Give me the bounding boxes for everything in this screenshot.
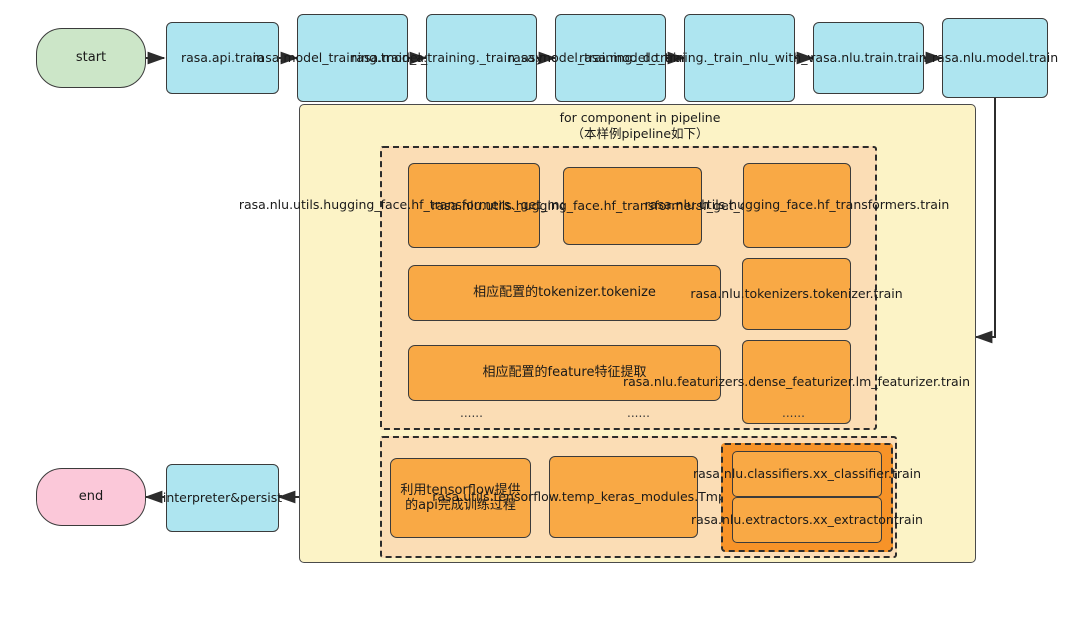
- node-rasa-api-train[interactable]: rasa.api.train: [166, 22, 279, 94]
- node-feature-extract-label: 相应配置的feature特征提取: [482, 365, 647, 381]
- node-train-async-internal-label: rasa.model_training._train_async_interna…: [351, 49, 612, 65]
- node-lm-featurizer-train[interactable]: rasa.nlu.featurizers.dense_featurizer.lm…: [623, 340, 970, 424]
- node-rasa-api-train-label: rasa.api.train: [180, 49, 265, 65]
- node-hf-get-docs-for-batch[interactable]: rasa.nlu.utils.hugging_face.hf_transform…: [431, 167, 834, 245]
- node-interpreter-persist[interactable]: interpreter&persist: [162, 464, 283, 532]
- node-do-training-label: rasa.model_training._do_training: [507, 49, 714, 65]
- node-hf-transformers-train-label: rasa.nlu.utils.hugging_face.hf_transform…: [644, 197, 950, 213]
- node-hf-transformers-train[interactable]: rasa.nlu.utils.hugging_face.hf_transform…: [645, 163, 949, 248]
- loop-region-label: for component in pipeline （本样例pipeline如下…: [500, 110, 780, 141]
- node-tensorflow-api-train-label: 利用tensorflow提供的api完成训练过程: [400, 482, 521, 513]
- node-xx-classifier-train-label: rasa.nlu.classifiers.xx_classifier.train: [692, 465, 922, 481]
- node-interpreter-persist-label: interpreter&persist: [162, 489, 283, 505]
- node-end[interactable]: end: [36, 468, 146, 526]
- node-tmp-keras-model-fit[interactable]: rasa.utils.tensorflow.temp_keras_modules…: [432, 456, 815, 538]
- node-start[interactable]: start: [36, 28, 146, 88]
- loop-region-label-line1: for component in pipeline: [559, 110, 721, 125]
- loop-region-label-line2: （本样例pipeline如下）: [571, 125, 709, 141]
- node-xx-classifier-train[interactable]: rasa.nlu.classifiers.xx_classifier.train: [693, 451, 921, 497]
- node-nlu-model-train[interactable]: rasa.nlu.model.train: [932, 18, 1058, 98]
- node-end-label: end: [78, 489, 104, 505]
- ellipsis-1: ......: [460, 406, 483, 420]
- node-tokenizer-tokenize[interactable]: 相应配置的tokenizer.tokenize: [408, 265, 721, 321]
- node-train-async[interactable]: rasa.model_training.train_async: [252, 14, 453, 102]
- node-tmp-keras-model-fit-label: rasa.utils.tensorflow.temp_keras_modules…: [432, 488, 815, 504]
- node-xx-extractor-train[interactable]: rasa.nlu.extractors.xx_extractor.train: [691, 497, 923, 543]
- node-start-label: start: [75, 50, 107, 66]
- node-nlu-train-train-label: rasa.nlu.train.train: [810, 49, 927, 65]
- node-nlu-model-train-label: rasa.nlu.model.train: [931, 49, 1059, 65]
- node-lm-featurizer-train-label: rasa.nlu.featurizers.dense_featurizer.lm…: [622, 373, 971, 389]
- node-nlu-train-train[interactable]: rasa.nlu.train.train: [810, 22, 927, 94]
- node-train-nlu-with-validated-data[interactable]: rasa.model_training._train_nlu_with_vali…: [579, 14, 900, 102]
- node-hf-get-docs-for-batch-label: rasa.nlu.utils.hugging_face.hf_transform…: [431, 197, 834, 213]
- node-tokenizer-train-label: rasa.nlu.tokenizers.tokenizer.train: [690, 285, 903, 301]
- node-tokenizer-train[interactable]: rasa.nlu.tokenizers.tokenizer.train: [690, 258, 903, 330]
- ellipsis-2: ......: [627, 406, 650, 420]
- node-train-async-label: rasa.model_training.train_async: [252, 49, 453, 65]
- node-tokenizer-tokenize-label: 相应配置的tokenizer.tokenize: [473, 285, 656, 301]
- node-train-async-internal[interactable]: rasa.model_training._train_async_interna…: [351, 14, 612, 102]
- node-tensorflow-api-train[interactable]: 利用tensorflow提供的api完成训练过程: [390, 458, 531, 538]
- node-feature-extract[interactable]: 相应配置的feature特征提取: [408, 345, 721, 401]
- ellipsis-3: ......: [782, 406, 805, 420]
- node-do-training[interactable]: rasa.model_training._do_training: [508, 14, 713, 102]
- node-xx-extractor-train-label: rasa.nlu.extractors.xx_extractor.train: [691, 511, 923, 527]
- edge-nlumodel-to-loop: [974, 98, 996, 344]
